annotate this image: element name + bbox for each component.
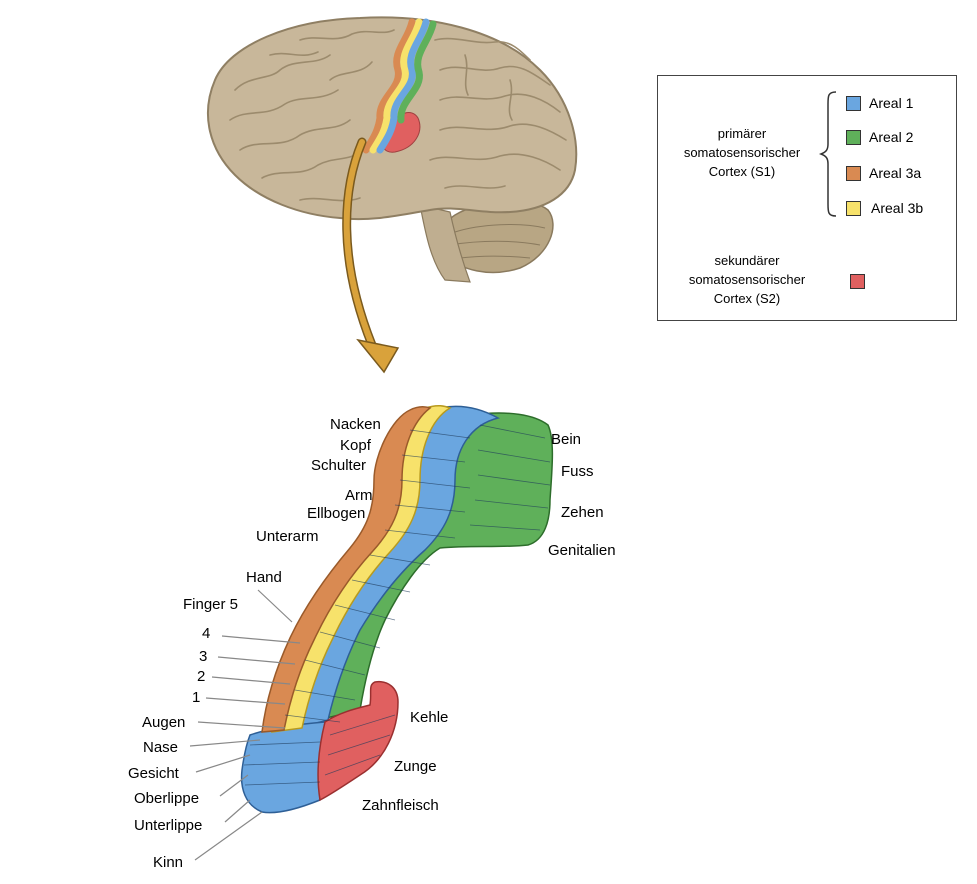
legend-s1-label: primärer somatosensorischer Cortex (S1) [662, 124, 822, 181]
leader-lines [189, 589, 301, 861]
brain-s1-strip [362, 18, 437, 154]
label-finger3: 3 [199, 648, 207, 665]
legend-areal-1: Areal 1 [869, 95, 914, 111]
legend: primärer somatosensorischer Cortex (S1) … [657, 75, 957, 321]
brain-stem [419, 204, 471, 283]
legend-s2-line1: sekundärer [714, 253, 780, 268]
swatch-s2 [850, 274, 865, 289]
label-kopf: Kopf [340, 437, 372, 454]
label-arm: Arm [345, 487, 373, 504]
label-augen: Augen [142, 714, 185, 731]
legend-s2-label: sekundärer somatosensorischer Cortex (S2… [662, 251, 832, 308]
legend-s1-line1: primärer [717, 126, 767, 141]
section-hatching [243, 424, 551, 786]
label-unterlippe: Unterlippe [134, 817, 202, 834]
label-oberlippe: Oberlippe [134, 790, 199, 807]
label-gesicht: Gesicht [128, 765, 180, 782]
legend-brace [818, 91, 837, 217]
section-areal-3a [261, 405, 432, 733]
label-unterarm: Unterarm [256, 528, 319, 545]
label-kehle: Kehle [410, 709, 448, 726]
legend-s1-line3: Cortex (S1) [708, 164, 776, 179]
label-hand: Hand [246, 569, 282, 586]
label-kinn: Kinn [153, 854, 183, 871]
brain-illustration [207, 16, 578, 283]
legend-s2-line2: somatosensorischer [688, 272, 806, 287]
label-finger5: Finger 5 [183, 596, 238, 613]
label-nacken: Nacken [330, 416, 381, 433]
label-nase: Nase [143, 739, 178, 756]
swatch-areal-2 [846, 130, 861, 145]
swatch-areal-3a [846, 166, 861, 181]
label-genitalien: Genitalien [548, 542, 616, 559]
arrow-head [356, 338, 400, 374]
zoom-arrow [342, 137, 400, 374]
label-finger4: 4 [202, 625, 210, 642]
label-finger2: 2 [197, 668, 205, 685]
label-zahnfleisch: Zahnfleisch [362, 797, 439, 814]
swatch-areal-1 [846, 96, 861, 111]
label-zehen: Zehen [561, 504, 604, 521]
label-schulter: Schulter [311, 457, 366, 474]
label-finger1: 1 [192, 689, 200, 706]
legend-areal-2: Areal 2 [869, 129, 914, 145]
body-part-labels: Nacken Kopf Schulter Arm Ellbogen Untera… [128, 416, 616, 871]
label-bein: Bein [551, 431, 581, 448]
label-fuss: Fuss [561, 463, 594, 480]
gyri-texture [229, 29, 567, 202]
legend-areal-3b: Areal 3b [871, 200, 924, 216]
swatch-areal-3b [846, 201, 861, 216]
legend-s2-line3: Cortex (S2) [713, 291, 781, 306]
legend-areal-3a: Areal 3a [869, 165, 922, 181]
legend-s1-line2: somatosensorischer [683, 145, 801, 160]
section-face-area [240, 721, 326, 814]
cortex-section [240, 404, 554, 814]
label-ellbogen: Ellbogen [307, 505, 365, 522]
label-zunge: Zunge [394, 758, 437, 775]
